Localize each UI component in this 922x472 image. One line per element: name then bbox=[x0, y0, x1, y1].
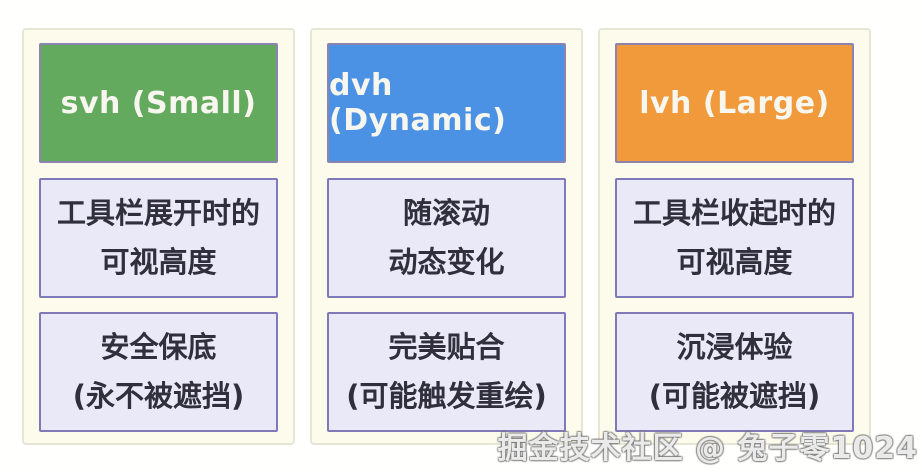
description-line-2: 可视高度 bbox=[100, 244, 217, 279]
unit-verdict-svh: 安全保底 (永不被遮挡) bbox=[39, 312, 278, 432]
unit-card-dvh: dvh (Dynamic) 随滚动 动态变化 完美贴合 (可能触发重绘) bbox=[310, 28, 583, 445]
unit-header-lvh: lvh (Large) bbox=[615, 43, 854, 163]
verdict-line-2: (可能被遮挡) bbox=[648, 379, 821, 413]
verdict-line-1: 完美贴合 bbox=[388, 330, 505, 364]
unit-description-lvh: 工具栏收起时的 可视高度 bbox=[615, 177, 854, 298]
unit-verdict-lvh: 沉浸体验 (可能被遮挡) bbox=[615, 312, 854, 432]
unit-cards-row: svh (Small) 工具栏展开时的 可视高度 安全保底 (永不被遮挡) dv… bbox=[22, 28, 871, 445]
unit-header-svh: svh (Small) bbox=[39, 43, 278, 163]
unit-header-dvh: dvh (Dynamic) bbox=[327, 43, 566, 163]
verdict-line-1: 安全保底 bbox=[100, 330, 217, 364]
watermark: 掘金技术社区 @ 兔子零1024 bbox=[497, 431, 918, 466]
description-line-2: 动态变化 bbox=[388, 244, 505, 279]
unit-verdict-dvh: 完美贴合 (可能触发重绘) bbox=[327, 312, 566, 432]
description-line-2: 可视高度 bbox=[676, 244, 793, 279]
description-line-1: 随滚动 bbox=[402, 195, 490, 230]
verdict-line-2: (永不被遮挡) bbox=[72, 379, 245, 413]
unit-description-dvh: 随滚动 动态变化 bbox=[327, 177, 566, 298]
unit-card-svh: svh (Small) 工具栏展开时的 可视高度 安全保底 (永不被遮挡) bbox=[22, 28, 295, 445]
unit-card-lvh: lvh (Large) 工具栏收起时的 可视高度 沉浸体验 (可能被遮挡) bbox=[598, 28, 871, 445]
verdict-line-2: (可能触发重绘) bbox=[346, 379, 547, 413]
description-line-1: 工具栏收起时的 bbox=[632, 195, 836, 230]
unit-description-svh: 工具栏展开时的 可视高度 bbox=[39, 177, 278, 298]
description-line-1: 工具栏展开时的 bbox=[56, 195, 260, 230]
verdict-line-1: 沉浸体验 bbox=[676, 330, 793, 364]
